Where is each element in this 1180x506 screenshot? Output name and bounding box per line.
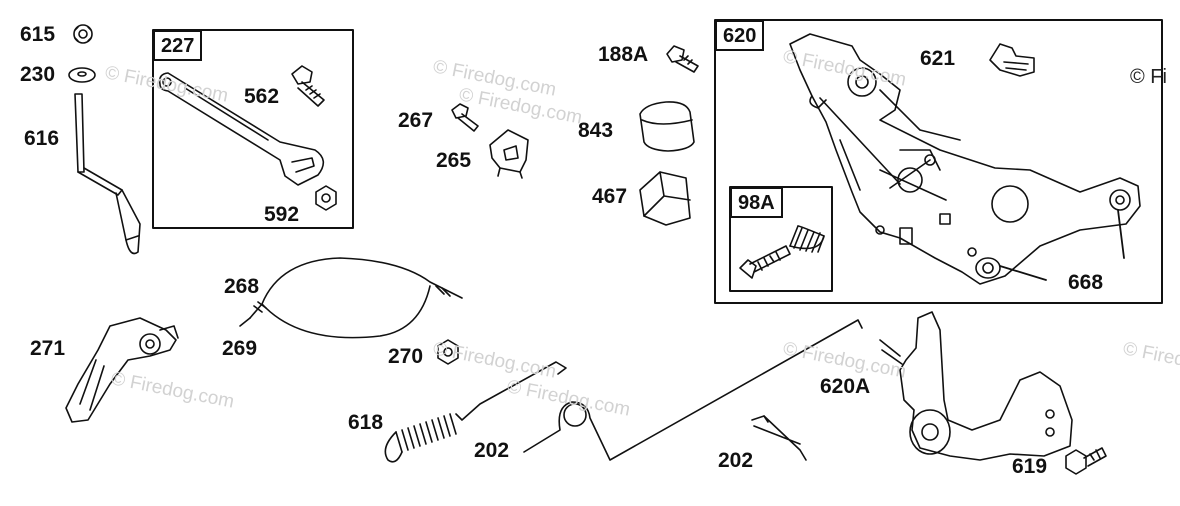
part-label-467: 467 — [592, 185, 628, 208]
part-label-202: 202 — [474, 439, 510, 462]
part-label-621: 621 — [920, 47, 956, 70]
part-label-615: 615 — [20, 23, 56, 46]
part-label-562: 562 — [244, 85, 280, 108]
group-label-227: 227 — [153, 30, 203, 61]
part-label-619: 619 — [1012, 455, 1048, 478]
shaft-616 — [74, 93, 141, 255]
part-label-843: 843 — [578, 119, 614, 142]
part-label-202: 202 — [718, 449, 754, 472]
screw-267 — [451, 103, 479, 132]
spring-98a — [789, 225, 825, 253]
part-label-620a: 620A — [820, 375, 871, 398]
part-label-592: 592 — [264, 203, 300, 226]
part-label-271: 271 — [30, 337, 66, 360]
group-box-227 — [152, 29, 354, 229]
bracket-620a — [879, 311, 1073, 461]
part-label-668: 668 — [1068, 271, 1104, 294]
nut-270 — [437, 339, 459, 365]
foam-843 — [639, 101, 695, 152]
screw-619 — [1065, 447, 1107, 475]
cable-268 — [239, 257, 463, 339]
link-202-right — [751, 415, 807, 461]
part-label-618: 618 — [348, 411, 384, 434]
control-bracket-620 — [789, 33, 1141, 285]
part-label-269: 269 — [222, 337, 258, 360]
part-label-188a: 188A — [598, 43, 649, 66]
block-467 — [639, 171, 691, 226]
part-label-616: 616 — [24, 127, 60, 150]
group-box-620 — [714, 19, 1163, 304]
corner-copyright: © Fi — [1130, 66, 1167, 88]
nut-615 — [73, 24, 93, 44]
bracket-271 — [65, 317, 179, 423]
screw-188a — [666, 45, 699, 73]
lever-227 — [158, 72, 325, 186]
part-label-270: 270 — [388, 345, 424, 368]
screw-562 — [291, 65, 325, 107]
clip-621 — [989, 43, 1035, 77]
spring-618 — [384, 361, 567, 463]
part-label-267: 267 — [398, 109, 434, 132]
bracket-265 — [489, 129, 529, 179]
part-label-230: 230 — [20, 63, 56, 86]
part-label-265: 265 — [436, 149, 472, 172]
part-label-268: 268 — [224, 275, 260, 298]
screw-98a — [739, 245, 791, 279]
link-202-left — [523, 319, 863, 461]
nut-592 — [315, 185, 337, 211]
group-label-620: 620 — [715, 20, 765, 51]
group-label-98a: 98A — [730, 187, 783, 218]
washer-230 — [68, 67, 96, 83]
